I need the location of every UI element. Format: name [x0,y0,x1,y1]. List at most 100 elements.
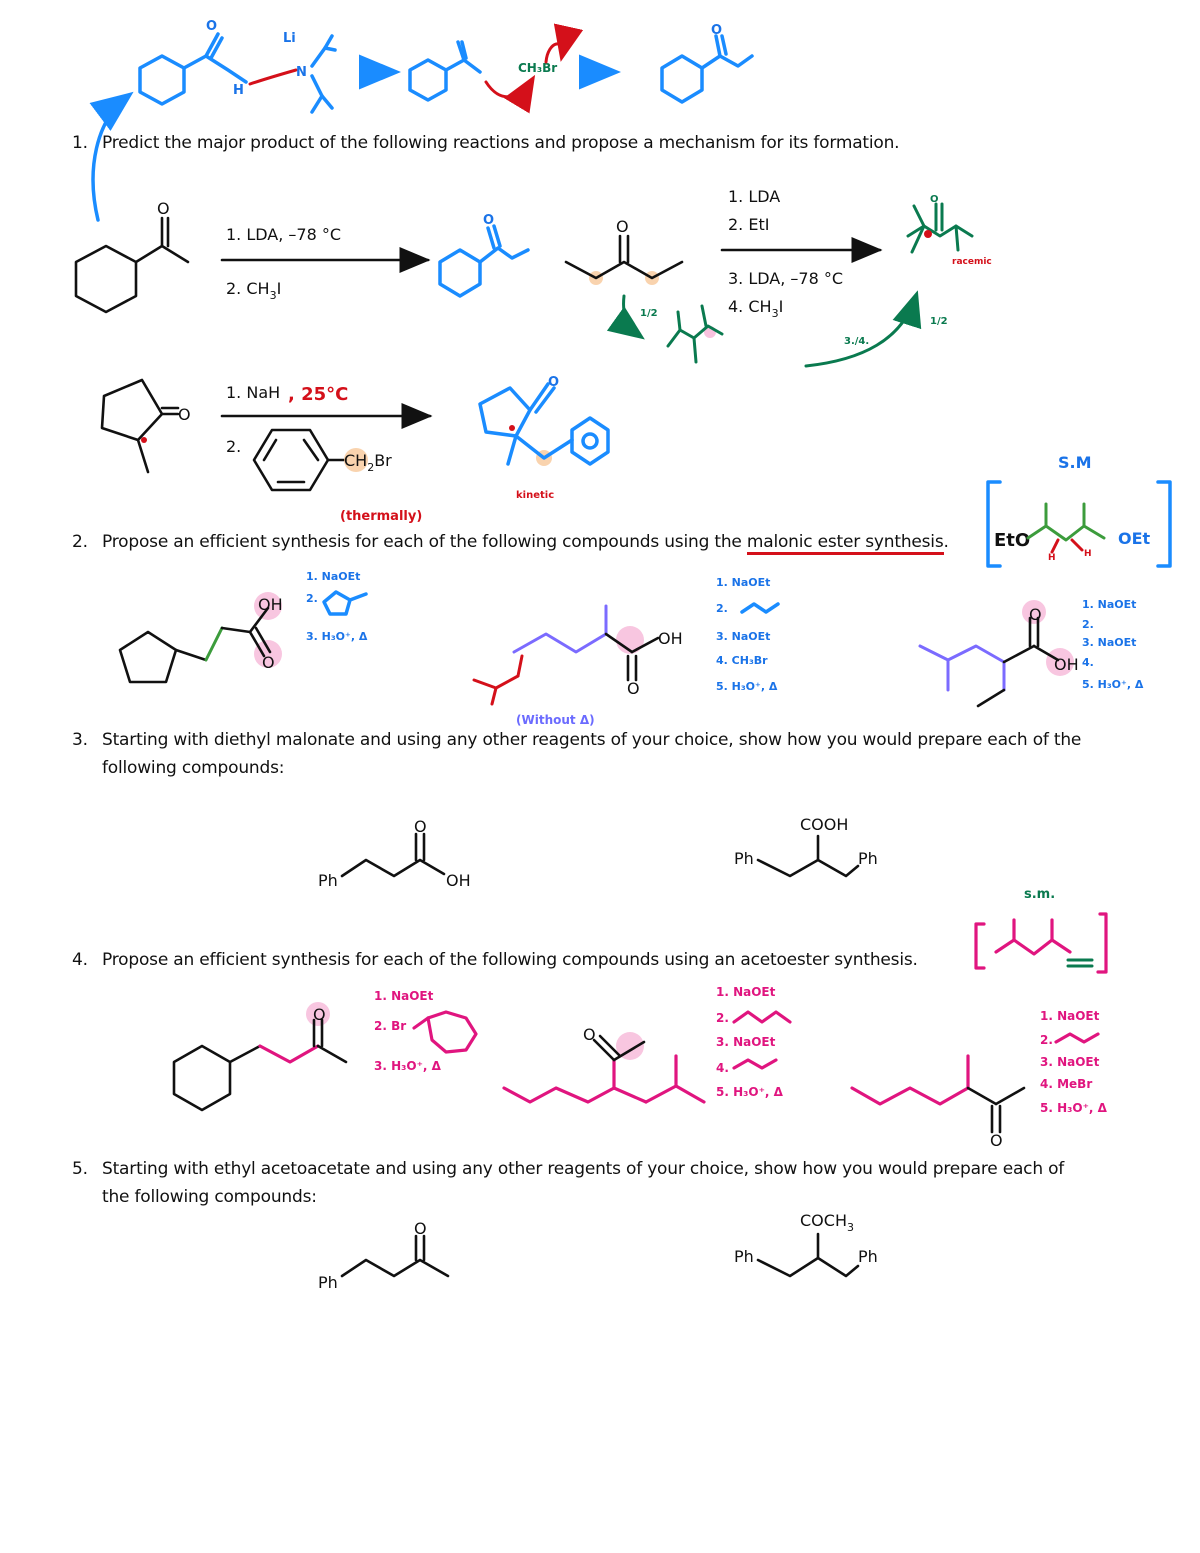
q4a-step-3: 3. H₃O⁺, Δ [374,1059,442,1073]
atom-o: O [583,1025,596,1044]
reagent-step-1: 1. NaH [226,383,280,402]
atom-oh: OH [446,871,471,890]
atom-o: O [627,679,640,698]
reaction-1a: O 1. LDA, –78 °C 2. CH3I O [74,199,530,314]
atom-o: O [206,19,217,34]
atom-o: O [483,213,494,228]
atom-cooh: COOH [800,815,848,834]
q4b-step-2: 2. [716,1011,729,1025]
q4-starting-material: s.m. [974,887,1108,974]
sm-label: s.m. [1024,887,1055,902]
q4-molecule-c: O 1. NaOEt 2. 3. NaOEt 4. MeBr 5. H₃O⁺, … [850,1009,1108,1150]
question-number: 3. [72,730,88,750]
q5-molecule-a: Ph O [318,1219,450,1292]
q3-molecule-b: COOH Ph Ph [734,815,878,878]
q4b-step-4: 4. [716,1061,729,1075]
q2-molecule-a: OH O 1. NaOEt 2. 3. H₃O⁺, Δ [118,570,368,684]
atom-ph: Ph [734,1247,754,1266]
atom-h: H [1084,549,1092,559]
q2-molecule-b: OH O (Without Δ) 1. NaOEt 2. 3. NaOEt 4.… [472,576,780,727]
q4b-step-3: 3. NaOEt [716,1035,776,1049]
ethoxy-left: EtO [994,530,1030,551]
q2b-step-5: 5. H₃O⁺, Δ [716,680,778,693]
q2a-step-2: 2. [306,592,318,605]
atom-o: O [616,217,629,236]
atom-o: O [711,23,722,38]
benzyl-bromide-label: CH2Br [344,451,392,474]
temperature-note: , 25°C [288,384,348,405]
q5-molecule-b: COCH3 Ph Ph [734,1211,878,1278]
atom-ph: Ph [734,849,754,868]
reagent-step-4: 4. CH3I [728,297,783,320]
q3-molecule-a: Ph O OH [318,817,471,890]
q4-molecule-a: O 1. NaOEt 2. Br 3. H₃O⁺, Δ [172,989,478,1112]
atom-n: N [296,65,307,80]
no-heat-note: (Without Δ) [516,713,595,727]
q2-molecule-c: O OH 1. NaOEt 2. 3. NaOEt 4. 5. H₃O⁺, Δ [918,598,1144,708]
step-label: 1/2 [640,308,658,319]
question-number: 5. [72,1159,88,1179]
reagent-step-2: 2. [226,437,241,456]
step-label: 3./4. [844,336,869,347]
q2-starting-material: S.M EtO H H OEt [986,453,1172,568]
q2b-step-4: 4. CH₃Br [716,654,768,667]
atom-ph: Ph [318,871,338,890]
question-text: Starting with diethyl malonate and using… [102,730,1082,750]
q2b-step-1: 1. NaOEt [716,576,770,589]
q2c-step-1: 1. NaOEt [1082,598,1136,611]
kinetic-label: racemic [952,257,992,267]
atom-o: O [157,199,170,218]
atom-oh: OH [658,629,683,648]
q4c-step-4: 4. MeBr [1040,1077,1092,1091]
q2b-step-3: 3. NaOEt [716,630,770,643]
question-number: 2. [72,532,88,552]
q4b-step-5: 5. H₃O⁺, Δ [716,1085,784,1099]
methyl-bromide-label: CH₃Br [518,61,557,75]
q4c-step-3: 3. NaOEt [1040,1055,1100,1069]
q2c-step-5: 5. H₃O⁺, Δ [1082,678,1144,691]
q2a-step-3: 3. H₃O⁺, Δ [306,630,368,643]
question-number: 4. [72,950,88,970]
q2c-step-4: 4. [1082,656,1094,669]
question-text: Propose an efficient synthesis for each … [102,528,949,556]
atom-o: O [990,1131,1003,1150]
racemic-label: kinetic [516,490,554,501]
atom-o: O [262,653,275,672]
atom-o: O [1029,605,1042,624]
question-number: 1. [72,133,88,153]
atom-o: O [548,375,559,390]
atom-o: O [414,817,427,836]
q4c-step-2: 2. [1040,1033,1053,1047]
reaction-1c: O 1. NaH , 25°C 2. CH2Br (thermally) O [100,375,610,524]
question-text-line2: the following compounds: [102,1187,317,1207]
atom-h: H [233,83,244,98]
reagent-step-1: 1. LDA, –78 °C [226,225,341,244]
step-label: 1/2 [930,316,948,327]
q4a-step-1: 1. NaOEt [374,989,434,1003]
mechanism-top-row: O H N Li CH₃Br O [89,19,754,222]
atom-oh: OH [258,595,283,614]
q4b-step-1: 1. NaOEt [716,985,776,999]
sm-label: S.M [1058,453,1092,472]
reaction-1b: O 1. LDA 2. EtI 3. LDA, –78 °C 4. CH3I 1… [564,187,992,368]
thermo-note: (thermally) [340,509,422,524]
q4c-step-5: 5. H₃O⁺, Δ [1040,1101,1108,1115]
atom-o: O [930,194,939,205]
atom-o: O [178,405,191,424]
question-text: Predict the major product of the followi… [102,133,900,153]
q2b-step-2: 2. [716,602,728,615]
atom-o: O [313,1005,326,1024]
reagent-step-2: 2. CH3I [226,279,281,302]
malonic-ester-link-text: malonic ester synthesis [746,532,944,555]
q4-molecule-b: O 1. NaOEt 2. 3. NaOEt 4. 5. H₃O⁺, Δ [502,985,792,1104]
reagent-step-2: 2. EtI [728,215,769,234]
atom-oh: OH [1054,655,1079,674]
question-text: Starting with ethyl acetoacetate and usi… [102,1159,1065,1179]
atom-ph: Ph [858,849,878,868]
question-text: Propose an efficient synthesis for each … [102,950,918,970]
q4c-step-1: 1. NaOEt [1040,1009,1100,1023]
acetyl-label: COCH3 [800,1211,854,1234]
atom-o: O [414,1219,427,1238]
